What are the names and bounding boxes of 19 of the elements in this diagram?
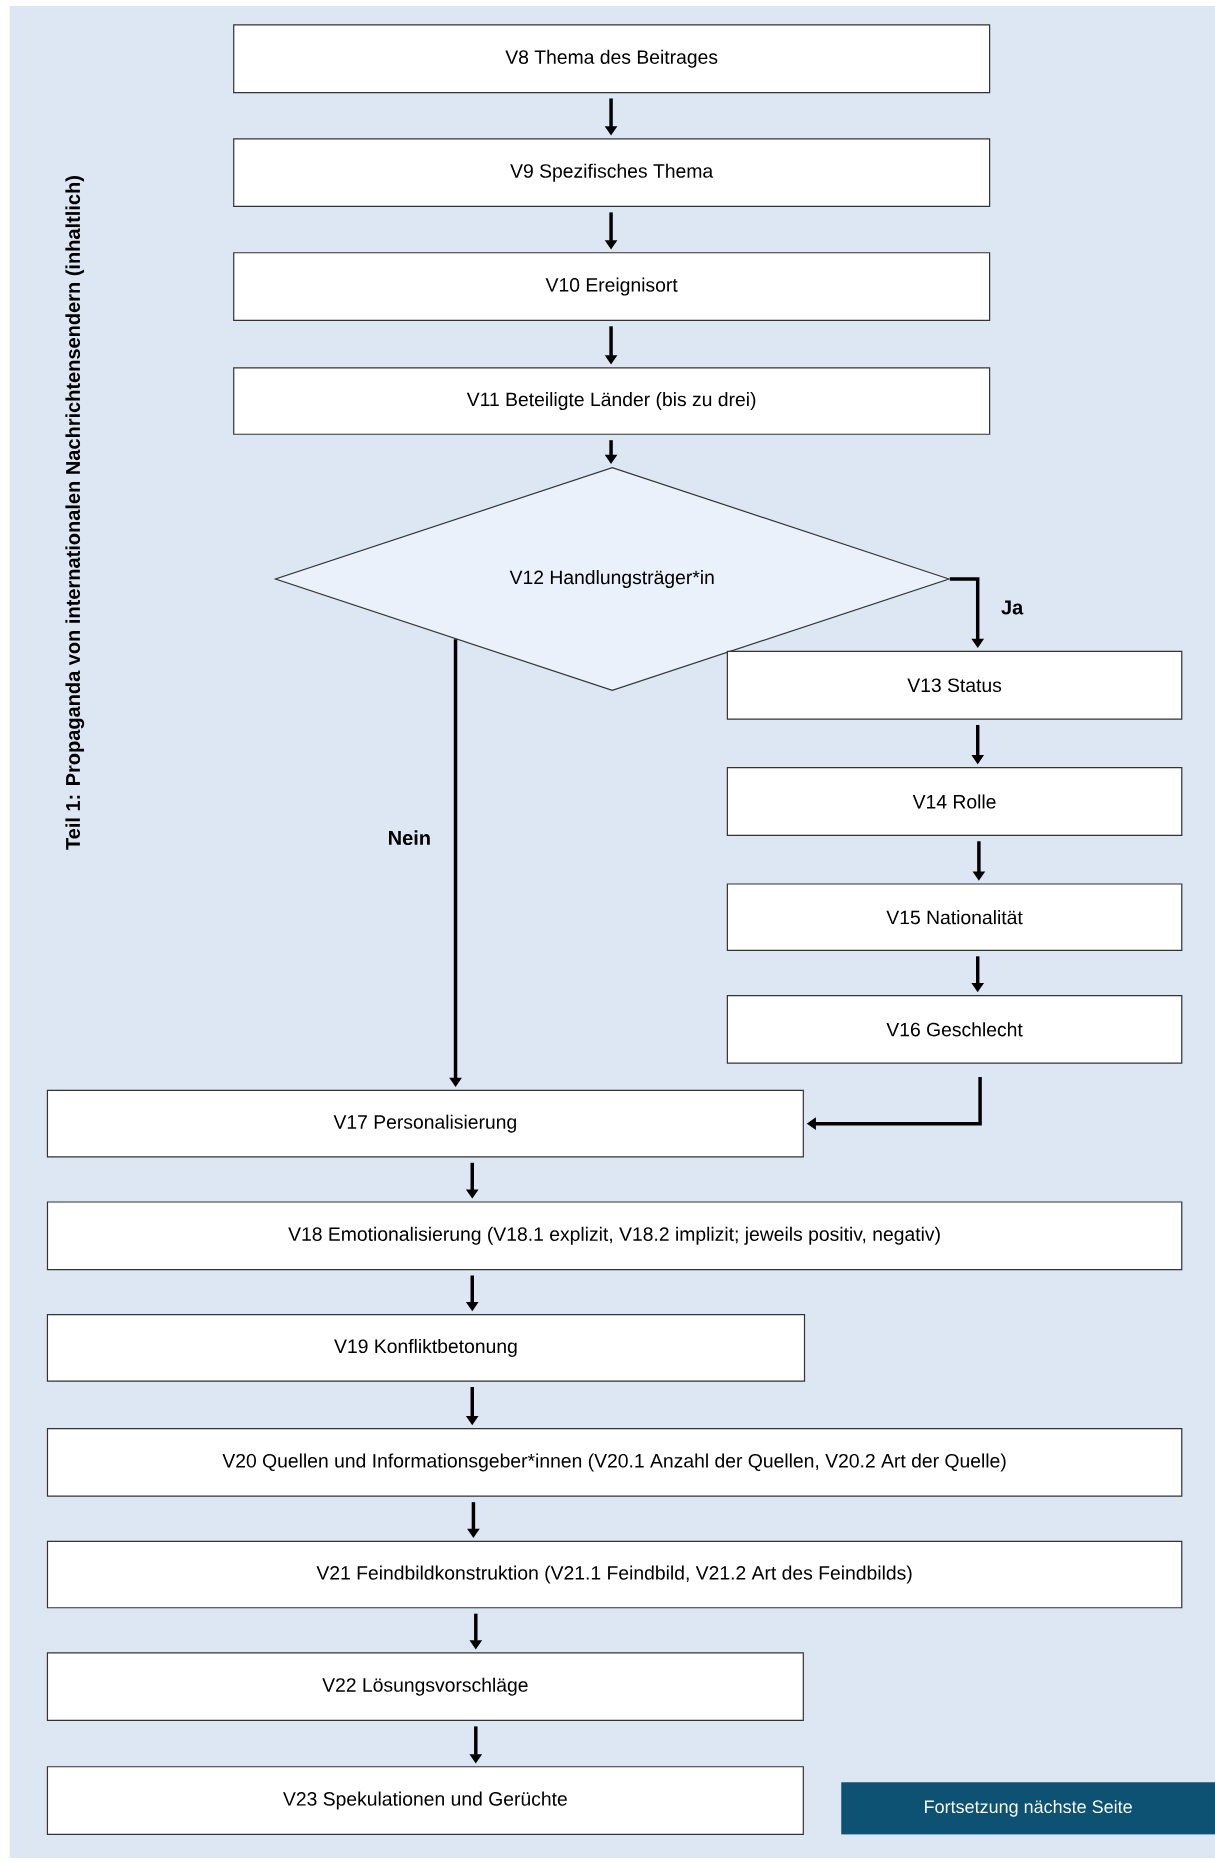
process-box: V18 Emotionalisierung (V18.1 explizit, V18.2 implizit; jeweils positiv, negativ) <box>46 1201 1183 1271</box>
vertical-title: Teil 1: Propaganda von internationalen Nachrichtensendern (inhaltlich) <box>65 176 85 850</box>
edge-label: Ja <box>999 599 1025 616</box>
process-box: V22 Lösungsvorschläge <box>46 1652 804 1722</box>
continuation-banner: Fortsetzung nächste Seite <box>841 1782 1215 1835</box>
process-box: V17 Personalisierung <box>46 1089 804 1158</box>
process-box: V11 Beteiligte Länder (bis zu drei) <box>233 367 991 435</box>
edge-label: Nein <box>386 829 433 847</box>
process-box: V10 Ereignisort <box>233 252 991 321</box>
process-box: V9 Spezifisches Thema <box>233 138 991 208</box>
process-box: V14 Rolle <box>726 767 1183 836</box>
process-box: V23 Spekulationen und Gerüchte <box>46 1766 804 1835</box>
process-box: V15 Nationalität <box>726 883 1183 951</box>
process-box: V16 Geschlecht <box>726 994 1183 1064</box>
process-box: V20 Quellen und Informationsgeber*innen (V20.1 Anzahl der Quellen, V20.2 Art der Quelle) <box>46 1428 1183 1497</box>
process-box: V8 Thema des Beitrages <box>233 24 991 94</box>
process-box: V21 Feindbildkonstruktion (V21.1 Feindbild, V21.2 Art des Feindbilds) <box>46 1540 1183 1609</box>
process-box: V13 Status <box>726 650 1183 720</box>
process-box: V19 Konfliktbetonung <box>46 1314 806 1382</box>
